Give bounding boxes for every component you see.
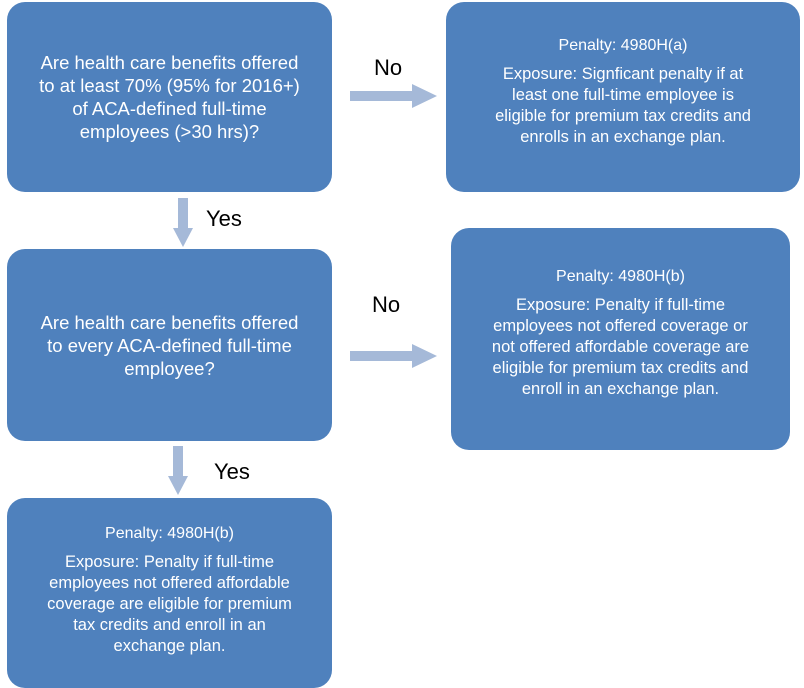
penalty-box-4980h-b-coverage: Penalty: 4980H(b) Exposure: Penalty if f… bbox=[451, 228, 790, 450]
edge-label-yes: Yes bbox=[214, 459, 250, 484]
edge-label-yes: Yes bbox=[206, 206, 242, 231]
exposure-text: Exposure: Penalty if full-time employees… bbox=[491, 295, 750, 398]
arrow-right-icon bbox=[350, 84, 437, 108]
arrow-right-icon bbox=[350, 344, 437, 368]
question-text: Are health care benefits offered to ever… bbox=[40, 311, 299, 379]
penalty-box-4980h-a: Penalty: 4980H(a) Exposure: Signficant p… bbox=[446, 2, 800, 192]
question-box-70-percent: Are health care benefits offered to at l… bbox=[7, 2, 332, 192]
penalty-title: Penalty: 4980H(b) bbox=[105, 524, 234, 542]
arrow-down-icon bbox=[168, 446, 188, 495]
edge-label-no: No bbox=[374, 55, 403, 80]
penalty-title: Penalty: 4980H(a) bbox=[558, 37, 688, 54]
penalty-box-4980h-b-affordable: Penalty: 4980H(b) Exposure: Penalty if f… bbox=[7, 498, 332, 688]
question-text: Are health care benefits offered to at l… bbox=[39, 52, 300, 142]
edge-label-no: No bbox=[372, 292, 401, 317]
exposure-text: Exposure: Signficant penalty if at least… bbox=[495, 65, 751, 146]
arrow-down-icon bbox=[173, 198, 193, 247]
penalty-title: Penalty: 4980H(b) bbox=[556, 267, 685, 285]
exposure-text: Exposure: Penalty if full-time employees… bbox=[47, 552, 292, 655]
question-box-every-employee: Are health care benefits offered to ever… bbox=[7, 249, 332, 441]
